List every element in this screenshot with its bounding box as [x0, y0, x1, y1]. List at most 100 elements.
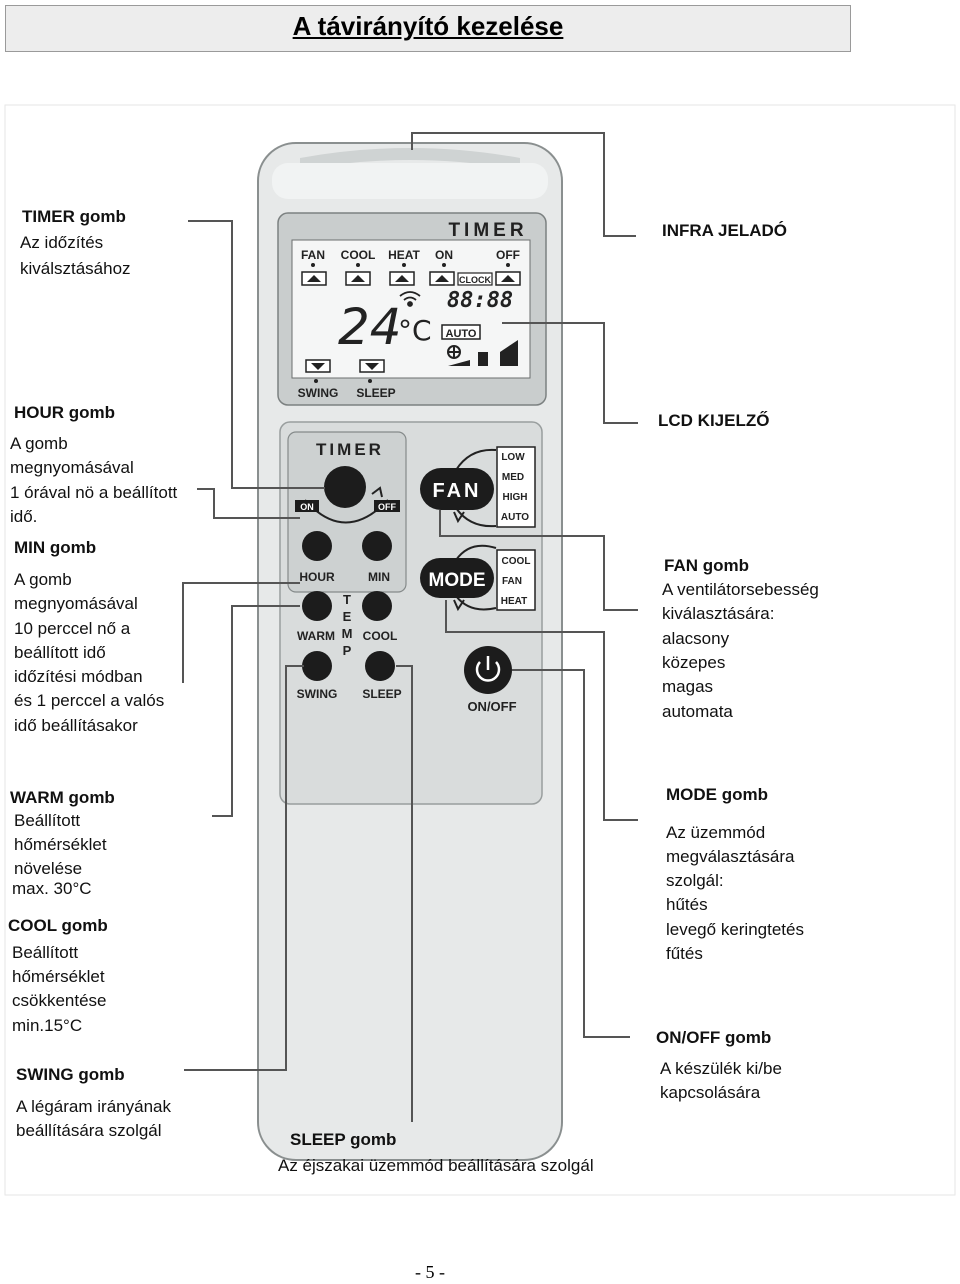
- label-timer: TIMER gomb Az időzítés kiválsztásához: [20, 207, 131, 278]
- svg-text:SWING gomb: SWING gomb: [16, 1065, 125, 1084]
- svg-text:hőmérséklet: hőmérséklet: [12, 967, 105, 986]
- svg-text:beállítására szolgál: beállítására szolgál: [16, 1121, 162, 1140]
- svg-text:beállított idő: beállított idő: [14, 643, 106, 662]
- svg-text:LOW: LOW: [501, 452, 525, 463]
- timer-on-tag: [295, 500, 319, 512]
- label-cool: COOL gomb Beállított hőmérséklet csökken…: [8, 916, 108, 1035]
- lcd-sleep: SLEEP: [356, 386, 395, 400]
- svg-text:kiválasztására:: kiválasztására:: [662, 604, 774, 623]
- svg-text:időzítési módban: időzítési módban: [14, 667, 143, 686]
- label-sleep: SLEEP gomb Az éjszakai üzemmód beállítás…: [278, 1130, 594, 1175]
- svg-text:közepes: közepes: [662, 653, 725, 672]
- mode-lower-arc: [455, 595, 497, 611]
- svg-text:és 1 perccel a valós: és 1 perccel a valós: [14, 691, 164, 710]
- sleep-button-label: SLEEP: [362, 687, 401, 701]
- lcd-fan-icon: [447, 345, 461, 359]
- fan-lower-arc: [455, 507, 497, 528]
- cool-button[interactable]: [362, 591, 392, 621]
- min-button[interactable]: [362, 531, 392, 561]
- svg-text:csökkentése: csökkentése: [12, 991, 107, 1010]
- svg-text:idő.: idő.: [10, 507, 37, 526]
- svg-text:HEAT: HEAT: [501, 596, 527, 607]
- svg-text:1 órával nö a beállított: 1 órával nö a beállított: [10, 483, 178, 502]
- lcd-clock: 88:88: [447, 288, 513, 313]
- leader-onoff: [512, 669, 630, 1038]
- svg-text:FAN: FAN: [502, 576, 522, 587]
- svg-text:MODE gomb: MODE gomb: [666, 785, 768, 804]
- svg-text:megnyomásával: megnyomásával: [14, 594, 138, 613]
- lcd-indicator-dots: [311, 263, 510, 267]
- sleep-button[interactable]: [365, 651, 395, 681]
- svg-text:megnyomásával: megnyomásával: [10, 458, 134, 477]
- timer-button[interactable]: [324, 466, 366, 508]
- lcd-down-arrow-glyphs: [311, 363, 379, 370]
- leader-warm: [212, 605, 300, 817]
- leader-min: [182, 582, 300, 683]
- leader-hour: [197, 488, 300, 519]
- page-title: A távirányító kezelése: [292, 11, 564, 41]
- leader-fan: [439, 510, 638, 611]
- timer-arrow-icon: [371, 486, 383, 498]
- lcd-swing: SWING: [298, 386, 339, 400]
- label-fan: FAN gomb A ventilátorsebesség kiválasztá…: [662, 556, 819, 721]
- svg-text:magas: magas: [662, 677, 713, 696]
- svg-text:SLEEP gomb: SLEEP gomb: [290, 1130, 396, 1149]
- lcd-up-arrow-glyphs: [307, 275, 515, 282]
- svg-text:hőmérséklet: hőmérséklet: [14, 835, 107, 854]
- svg-text:fűtés: fűtés: [666, 944, 703, 963]
- warm-button-label: WARM: [297, 629, 335, 643]
- svg-text:AUTO: AUTO: [501, 512, 529, 523]
- svg-text:hűtés: hűtés: [666, 895, 708, 914]
- svg-text:E: E: [343, 609, 352, 624]
- svg-text:MED: MED: [502, 472, 524, 483]
- lcd-mode-fan: FAN: [301, 248, 325, 262]
- lcd-mode-heat: HEAT: [388, 248, 420, 262]
- lcd-screen: [291, 239, 531, 379]
- svg-text:COOL gomb: COOL gomb: [8, 916, 108, 935]
- svg-text:HIGH: HIGH: [503, 492, 528, 503]
- svg-text:alacsony: alacsony: [662, 629, 730, 648]
- warm-button[interactable]: [302, 591, 332, 621]
- leader-infra: [411, 132, 636, 237]
- hour-button[interactable]: [302, 531, 332, 561]
- leader-lcd: [502, 322, 638, 424]
- infra-emitter: [300, 148, 520, 170]
- leader-sleep: [396, 665, 413, 1122]
- swing-button[interactable]: [302, 651, 332, 681]
- svg-text:levegő keringtetés: levegő keringtetés: [666, 920, 804, 939]
- fan-button-label: FAN: [433, 480, 482, 502]
- svg-text:A gomb: A gomb: [10, 434, 68, 453]
- svg-text:TIMER gomb: TIMER gomb: [22, 207, 126, 226]
- lcd-auto-box: [441, 324, 481, 340]
- fan-button[interactable]: [420, 468, 494, 510]
- lcd-clock-tag-text: CLOCK: [459, 275, 491, 285]
- leader-lines: [182, 132, 638, 1122]
- svg-text:FAN gomb: FAN gomb: [664, 556, 749, 575]
- lcd-fan-speed-bars: [448, 340, 518, 366]
- mode-list: [496, 549, 536, 611]
- fan-upper-arc: [455, 448, 497, 471]
- lcd-temperature-unit: °C: [398, 314, 432, 347]
- remote-top-highlight: [272, 163, 548, 199]
- svg-text:kiválsztásához: kiválsztásához: [20, 259, 131, 278]
- lcd-mode-cool: COOL: [341, 248, 376, 262]
- lcd-auto: AUTO: [446, 328, 477, 340]
- svg-text:Az üzemmód: Az üzemmód: [666, 823, 765, 842]
- svg-text:max. 30°C: max. 30°C: [12, 879, 92, 898]
- cool-button-label: COOL: [363, 629, 398, 643]
- mode-button[interactable]: [420, 558, 494, 598]
- label-min: MIN gomb A gomb megnyomásával 10 perccel…: [14, 538, 164, 735]
- svg-text:HOUR gomb: HOUR gomb: [14, 403, 115, 422]
- svg-text:A légáram irányának: A légáram irányának: [16, 1097, 171, 1116]
- title-box: A távirányító kezelése: [5, 5, 851, 52]
- svg-text:szolgál:: szolgál:: [666, 871, 724, 890]
- lcd-temperature: 24: [338, 298, 402, 356]
- svg-text:INFRA JELADÓ: INFRA JELADÓ: [662, 221, 787, 240]
- svg-text:Az éjszakai üzemmód beállításá: Az éjszakai üzemmód beállítására szolgál: [278, 1156, 594, 1175]
- leader-timer: [188, 220, 325, 489]
- svg-text:idő beállításakor: idő beállításakor: [14, 716, 138, 735]
- svg-text:Az időzítés: Az időzítés: [20, 233, 103, 252]
- label-hour: HOUR gomb A gomb megnyomásával 1 órával …: [10, 403, 178, 526]
- min-button-label: MIN: [368, 570, 390, 584]
- timer-off-text: OFF: [378, 502, 396, 512]
